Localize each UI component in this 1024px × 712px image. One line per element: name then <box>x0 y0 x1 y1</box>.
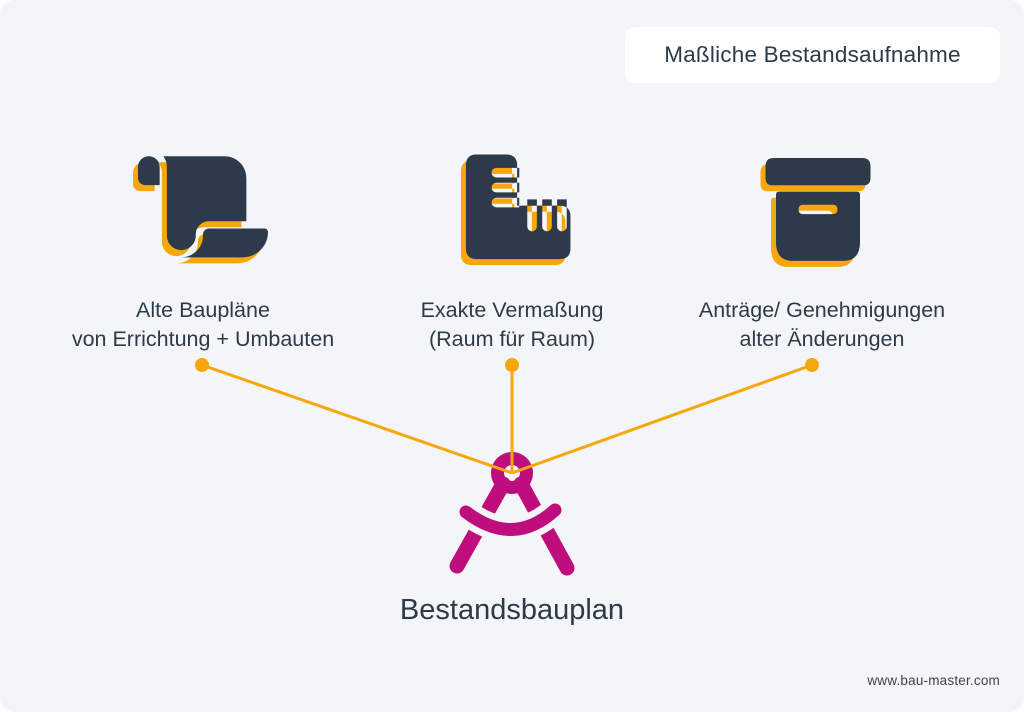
item-label-line: alter Änderungen <box>739 327 905 351</box>
item-label-line: Exakte Vermaßung <box>420 298 604 322</box>
item-label-permits: Anträge/ Genehmigungen alter Änderungen <box>622 296 1022 354</box>
ruler-icon <box>465 154 571 260</box>
item-label-line: Anträge/ Genehmigungen <box>698 298 946 322</box>
connector-dot <box>505 358 519 372</box>
title-badge: Maßliche Bestandsaufnahme <box>625 27 1000 83</box>
compass-wrap <box>442 448 582 585</box>
center-label: Bestandsbauplan <box>399 594 625 626</box>
item-label-line: Alte Baupläne <box>136 298 270 322</box>
drafting-compass-icon <box>449 452 575 576</box>
scroll-icon <box>138 156 268 258</box>
website-url: www.bau-master.com <box>867 673 1000 688</box>
item-label-measurement: Exakte Vermaßung (Raum für Raum) <box>312 296 712 354</box>
title-badge-label: Maßliche Bestandsaufnahme <box>664 42 961 67</box>
item-label-line: von Errichtung + Umbauten <box>71 327 335 351</box>
item-label-line: (Raum für Raum) <box>428 327 596 351</box>
item-label-old-plans: Alte Baupläne von Errichtung + Umbauten <box>3 296 403 354</box>
archive-box-icon <box>765 158 871 261</box>
connector-dot <box>805 358 819 372</box>
connector-dot <box>195 358 209 372</box>
